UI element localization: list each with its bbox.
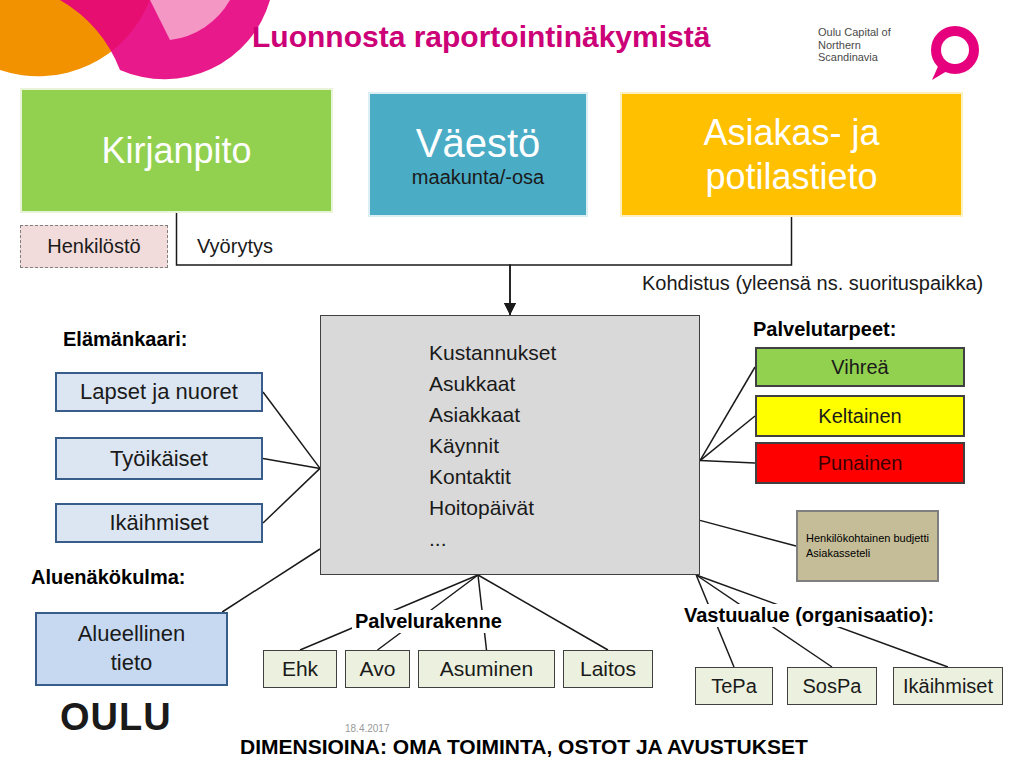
node-text: TePa	[711, 675, 757, 698]
node-text: Käynnit	[429, 430, 499, 461]
region-box: Alueellinen tieto	[35, 612, 228, 686]
date-note: 18.4.2017	[345, 723, 390, 734]
lifecycle-box: Ikäihmiset	[55, 503, 263, 543]
node-text: Ikäihmiset	[903, 675, 993, 698]
node-text: Kirjanpito	[101, 130, 251, 172]
service-box: Asuminen	[418, 650, 555, 688]
service-box: Laitos	[563, 650, 653, 688]
node-text: Laitos	[580, 657, 636, 681]
connector	[263, 468, 320, 523]
corner-shape	[150, 0, 230, 40]
node-text: Alueellinen tieto	[61, 620, 202, 677]
caption: DIMENSIOINA: OMA TOIMINTA, OSTOT JA AVUS…	[240, 735, 808, 759]
connector	[263, 392, 320, 468]
group-heading: Aluenäkökulma:	[28, 566, 188, 589]
need-box: Keltainen	[755, 395, 965, 437]
lifecycle-box: Lapset ja nuoret	[55, 372, 263, 412]
node-text: Ikäihmiset	[109, 510, 208, 536]
group-heading: Palvelurakenne	[352, 610, 505, 633]
connector	[700, 520, 796, 546]
node-text: Keltainen	[818, 405, 901, 428]
node-text: Vihreä	[831, 356, 888, 379]
budget-box: Henkilökohtainen budjettiAsiakasseteli	[796, 510, 939, 582]
node-text: Hoitopäivät	[429, 492, 534, 523]
node-text: Kustannukset	[429, 337, 556, 368]
city-name: OULU	[60, 696, 172, 739]
connector	[177, 213, 511, 315]
edge-label: Vyörytys	[195, 235, 275, 258]
source-box: Asiakas- ja potilastieto	[620, 92, 963, 217]
staff-box: Henkilöstö	[20, 225, 168, 268]
node-text: Asiakkaat	[429, 399, 520, 430]
node-text: Asuminen	[440, 657, 533, 681]
measure-box: KustannuksetAsukkaatAsiakkaatKäynnitKont…	[320, 315, 700, 575]
connector	[700, 367, 755, 461]
need-box: Punainen	[755, 442, 965, 484]
edge-label: Kohdistus (yleensä ns. suorituspaikka)	[640, 272, 985, 295]
source-box: Väestömaakunta/-osa	[368, 92, 588, 217]
node-text: Ehk	[282, 657, 318, 681]
group-heading: Palvelutarpeet:	[750, 318, 899, 341]
node-text: Avo	[360, 657, 396, 681]
node-text: Lapset ja nuoret	[80, 379, 238, 405]
source-box: Kirjanpito	[20, 88, 333, 213]
node-text: Väestö	[416, 121, 541, 166]
unit-box: SosPa	[787, 667, 877, 705]
node-text: Työikäiset	[110, 446, 208, 472]
need-box: Vihreä	[755, 347, 965, 387]
group-heading: Vastuualue (organisaatio):	[681, 604, 937, 627]
node-text: Asiakas- ja potilastieto	[642, 111, 941, 197]
corner-shape	[60, 0, 270, 79]
node-text: Kontaktit	[429, 461, 511, 492]
lifecycle-box: Työikäiset	[55, 437, 263, 480]
unit-box: Ikäihmiset	[893, 667, 1003, 705]
node-text: Asukkaat	[429, 368, 515, 399]
service-box: Ehk	[263, 650, 337, 688]
node-text: Henkilöstö	[47, 235, 140, 258]
connector	[700, 416, 755, 461]
node-text: maakunta/-osa	[412, 166, 544, 189]
connector	[222, 549, 320, 612]
group-heading: Elämänkaari:	[60, 328, 191, 351]
logo-tail	[932, 62, 952, 80]
node-text: SosPa	[803, 675, 862, 698]
connector	[700, 461, 755, 463]
node-text: Punainen	[818, 452, 903, 475]
connector	[263, 459, 320, 469]
connector	[510, 217, 792, 315]
logo-text: Oulu Capital of Northern Scandinavia	[818, 26, 900, 64]
node-text: Henkilökohtainen budjetti	[806, 531, 929, 546]
node-text: ...	[429, 523, 447, 554]
service-box: Avo	[345, 650, 410, 688]
node-text: Asiakasseteli	[806, 546, 870, 561]
unit-box: TePa	[695, 667, 773, 705]
page-title: Luonnosta raportointinäkymistä	[252, 20, 710, 54]
